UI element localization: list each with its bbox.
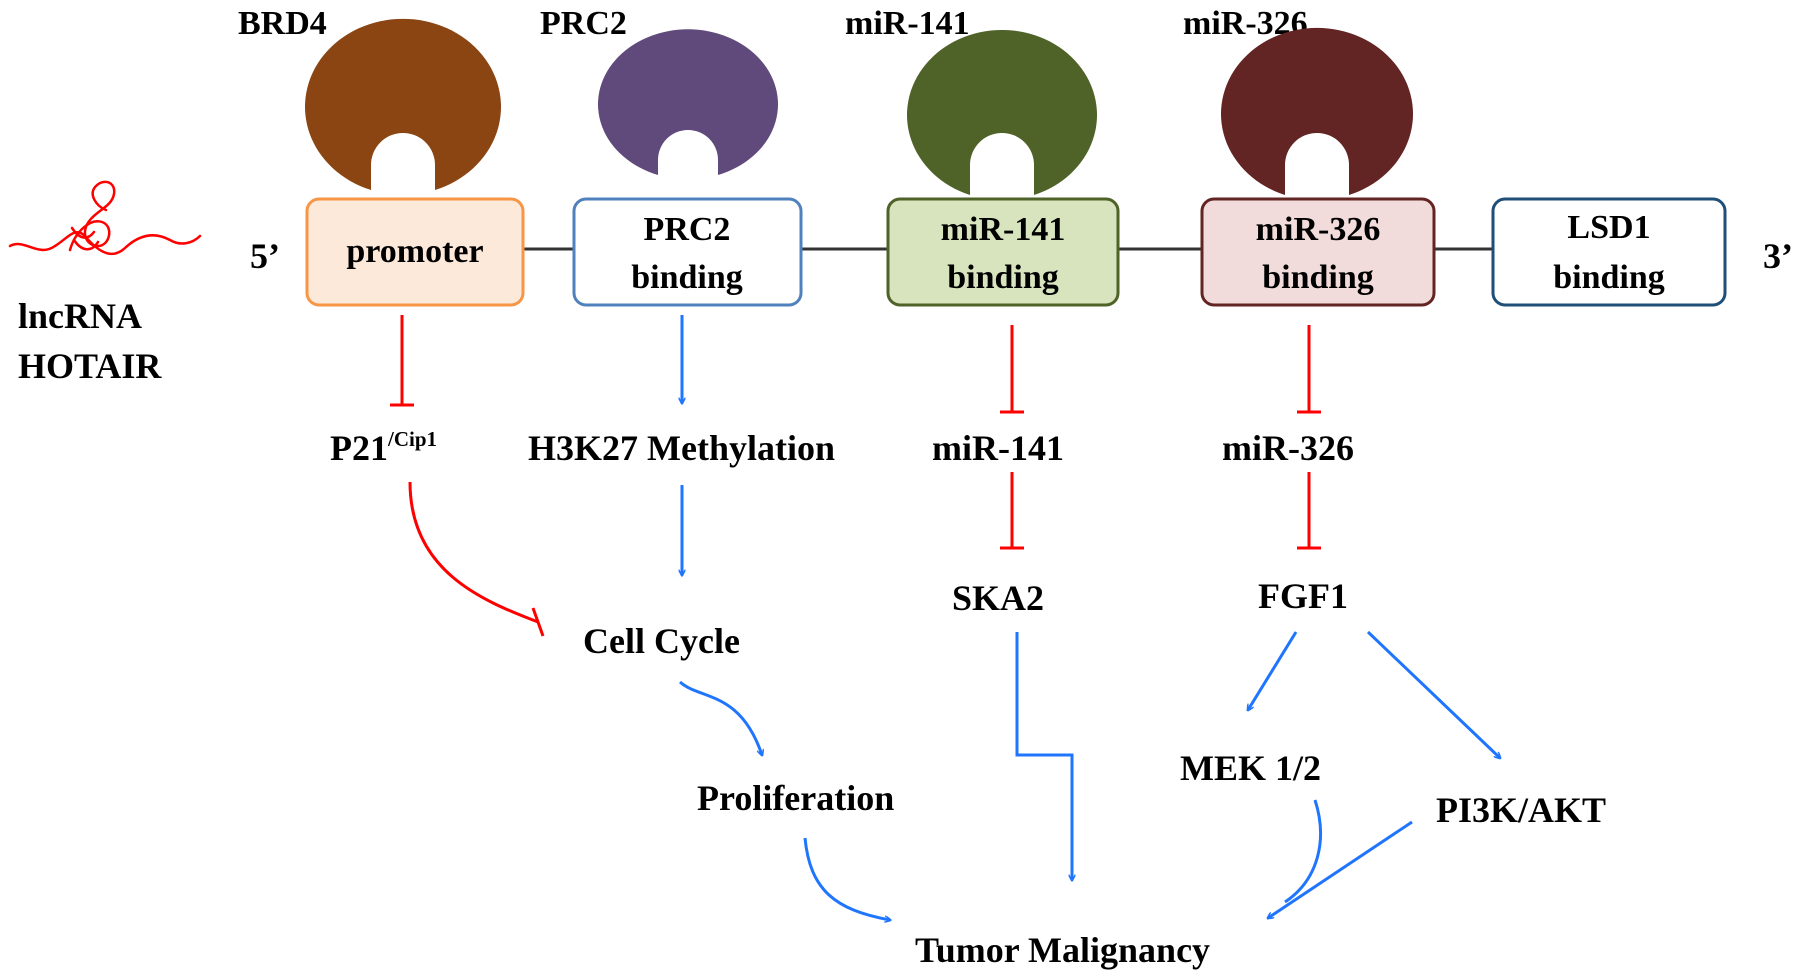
lncrna-squiggle-icon: [8, 180, 202, 255]
edge-fgf1-to-pi3k: [1366, 630, 1500, 758]
three-prime-label: 3’: [1763, 236, 1793, 276]
node-pi3k-akt: PI3K/AKT: [1436, 790, 1606, 830]
domain-label-mir141: miR-141: [941, 211, 1066, 248]
node-p21-main: P21: [330, 428, 388, 468]
inhibition-edges: [390, 315, 1321, 637]
edge-cell-cycle-to-proliferation: [678, 680, 762, 755]
mir326-protein-shape: [1220, 27, 1413, 195]
edge-mir141-inhibits-ska2: [1000, 472, 1024, 550]
five-prime-label: 5’: [250, 236, 280, 276]
node-fgf1: FGF1: [1258, 576, 1348, 616]
edge-promoter-inhibits-p21: [390, 315, 414, 407]
edge-ska2-to-tumor: [1015, 632, 1072, 880]
node-mir141: miR-141: [932, 428, 1064, 468]
protein-label-brd4: BRD4: [238, 5, 327, 42]
domain-label-lsd1-binding: binding: [1553, 259, 1665, 296]
node-p21: P21/Cip1: [330, 427, 437, 468]
domain-label-mir141-binding: binding: [947, 259, 1059, 296]
edge-mir326-inhibits-fgf1: [1297, 472, 1321, 550]
node-cell-cycle: Cell Cycle: [583, 621, 740, 661]
prc2-protein-shape: [598, 29, 778, 176]
domain-box-prc2-binding: [572, 197, 803, 307]
node-mek: MEK 1/2: [1180, 748, 1321, 788]
domain-label-mir326-binding: binding: [1262, 259, 1374, 296]
domain-label-lsd1: LSD1: [1567, 209, 1650, 246]
domain-box-lsd1-binding: [1491, 197, 1727, 307]
node-ska2: SKA2: [952, 578, 1044, 618]
domain-box-mir141-binding: [886, 197, 1120, 307]
edge-binding-inhibits-mir326: [1297, 325, 1321, 414]
brd4-protein-shape: [304, 18, 501, 191]
node-proliferation: Proliferation: [697, 778, 894, 818]
node-tumor-malignancy: Tumor Malignancy: [915, 930, 1210, 970]
edge-mek-to-tumor: [1284, 799, 1322, 904]
mir141-protein-shape: [907, 29, 1098, 195]
domain-box-mir326-binding: [1200, 197, 1436, 307]
domain-label-prc2-binding: binding: [631, 259, 743, 296]
domain-label-promoter: promoter: [346, 233, 483, 270]
lncrna-label: lncRNA: [18, 296, 142, 336]
protein-label-mir141: miR-141: [845, 5, 970, 42]
edge-binding-inhibits-mir141: [1000, 325, 1024, 414]
protein-label-prc2: PRC2: [540, 5, 627, 42]
activation-edges: [680, 315, 1500, 920]
node-h3k27-methylation: H3K27 Methylation: [528, 428, 835, 468]
edge-pi3k-to-tumor: [1268, 820, 1413, 918]
domain-box-promoter: [305, 197, 525, 307]
domain-label-prc2: PRC2: [644, 211, 731, 248]
node-p21-superscript: /Cip1: [387, 427, 437, 451]
edge-fgf1-to-mek: [1248, 631, 1298, 710]
edge-p21-inhibits-cell-cycle: [408, 481, 545, 637]
hotair-label: HOTAIR: [18, 346, 162, 386]
domain-label-mir326: miR-326: [1256, 211, 1381, 248]
edge-proliferation-to-tumor: [803, 837, 890, 920]
node-mir326: miR-326: [1222, 428, 1354, 468]
